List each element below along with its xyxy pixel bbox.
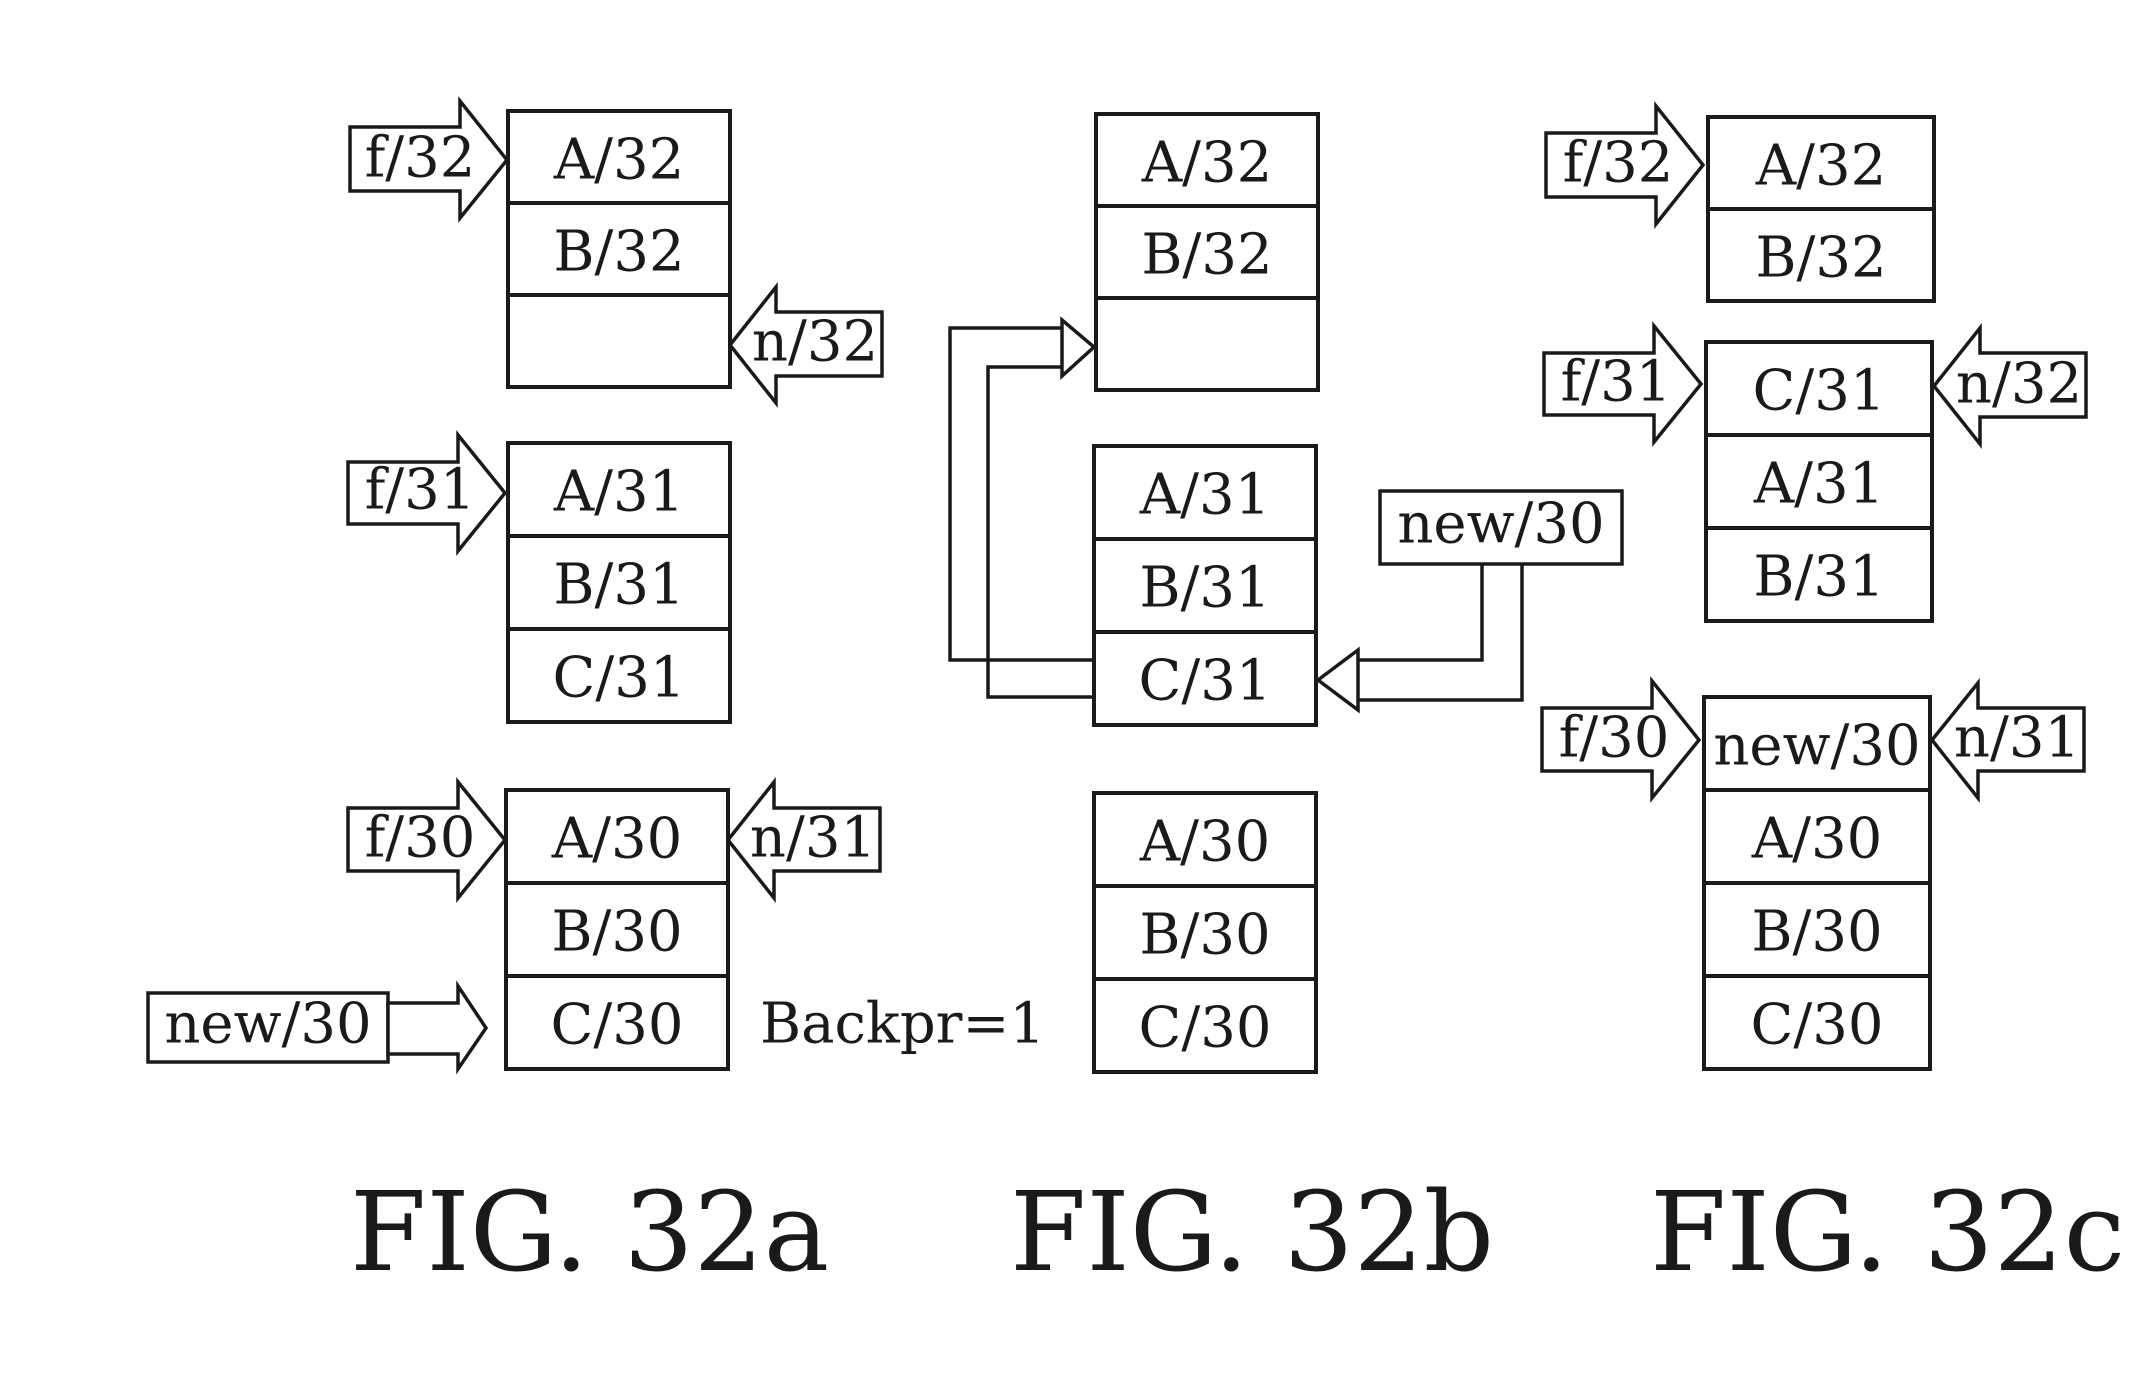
backpr-note: Backpr=1 bbox=[760, 992, 1045, 1057]
pointer-f32: f/32 bbox=[350, 101, 507, 218]
cell-label: C/31 bbox=[1139, 649, 1272, 714]
cell bbox=[1096, 298, 1318, 390]
block-32c-32: A/32 B/32 bbox=[1708, 117, 1934, 301]
pointer-label: f/30 bbox=[365, 806, 476, 871]
new30-connector-upper bbox=[1358, 564, 1482, 660]
pointer-label: f/30 bbox=[1559, 706, 1670, 771]
cell-label: B/32 bbox=[1755, 226, 1886, 291]
cell-label: A/32 bbox=[1141, 131, 1273, 196]
pointer-n31-32c: n/31 bbox=[1932, 683, 2084, 798]
cell-label: B/30 bbox=[551, 900, 682, 965]
pointer-f31: f/31 bbox=[348, 435, 505, 551]
pointer-label: f/32 bbox=[1563, 131, 1674, 196]
cell-label: A/32 bbox=[553, 128, 685, 193]
left-arrow-icon bbox=[1318, 650, 1358, 710]
fig-32c: A/32 B/32 C/31 A/31 B/31 new/30 A/30 B/3… bbox=[1542, 106, 2086, 1069]
block-32b-30: A/30 B/30 C/30 bbox=[1094, 793, 1316, 1072]
pointer-new30-32b: new/30 bbox=[1318, 491, 1622, 710]
cell-label: C/31 bbox=[553, 646, 686, 711]
pointer-n32-32c: n/32 bbox=[1934, 328, 2086, 444]
right-arrow-icon bbox=[1062, 320, 1094, 376]
pointer-label: f/32 bbox=[365, 126, 476, 191]
cell-label: A/31 bbox=[553, 460, 685, 525]
pointer-label: f/31 bbox=[365, 458, 476, 523]
cell-label: new/30 bbox=[1713, 714, 1920, 779]
loop-connector bbox=[950, 320, 1094, 697]
pointer-label: n/31 bbox=[750, 806, 876, 871]
caption-fig-32c: FIG. 32c bbox=[1650, 1168, 2125, 1296]
cell-label: A/30 bbox=[551, 807, 683, 872]
caption-fig-32b: FIG. 32b bbox=[1010, 1168, 1494, 1296]
cell-label: C/30 bbox=[1139, 996, 1272, 1061]
block-32a-31: A/31 B/31 C/31 bbox=[508, 443, 730, 722]
cell-label: B/32 bbox=[553, 220, 684, 285]
block-32c-30: new/30 A/30 B/30 C/30 bbox=[1704, 697, 1930, 1069]
pointer-label: n/32 bbox=[1956, 352, 2082, 417]
cell-label: C/30 bbox=[1751, 993, 1884, 1058]
block-32c-31: C/31 A/31 B/31 bbox=[1706, 342, 1932, 621]
cell-label: B/32 bbox=[1141, 223, 1272, 288]
cell-label: B/30 bbox=[1751, 900, 1882, 965]
pointer-f31-32c: f/31 bbox=[1544, 326, 1701, 442]
pointer-label: n/31 bbox=[1954, 706, 2080, 771]
cell-label: A/31 bbox=[1139, 463, 1271, 528]
cell-label: B/31 bbox=[1139, 556, 1270, 621]
cell-label: A/30 bbox=[1139, 810, 1271, 875]
right-arrow-icon bbox=[388, 986, 486, 1069]
pointer-label: new/30 bbox=[1397, 492, 1604, 557]
fig-32a: A/32 B/32 A/31 B/31 C/31 A/30 B/30 C/30 … bbox=[148, 101, 1045, 1069]
cell-label: C/30 bbox=[551, 993, 684, 1058]
block-32a-30: A/30 B/30 C/30 bbox=[506, 790, 728, 1069]
pointer-f30: f/30 bbox=[348, 782, 505, 898]
caption-fig-32a: FIG. 32a bbox=[350, 1168, 829, 1296]
cell bbox=[508, 295, 730, 387]
cell-label: A/30 bbox=[1751, 807, 1883, 872]
pointer-n31: n/31 bbox=[728, 782, 880, 898]
block-32b-31: A/31 B/31 C/31 bbox=[1094, 446, 1316, 725]
cell-label: B/31 bbox=[553, 553, 684, 618]
block-32b-32: A/32 B/32 bbox=[1096, 114, 1318, 390]
loop-inner-line bbox=[988, 367, 1094, 697]
pointer-n32: n/32 bbox=[730, 287, 882, 403]
pointer-f30-32c: f/30 bbox=[1542, 681, 1699, 798]
cell-label: A/32 bbox=[1755, 134, 1887, 199]
pointer-f32-32c: f/32 bbox=[1546, 106, 1703, 224]
pointer-label: n/32 bbox=[752, 310, 878, 375]
pointer-new30: new/30 bbox=[148, 986, 486, 1069]
cell-label: A/31 bbox=[1753, 452, 1885, 517]
cell-label: B/31 bbox=[1753, 545, 1884, 610]
fig-32b: A/32 B/32 A/31 B/31 C/31 A/30 B/30 C/30 bbox=[950, 114, 1622, 1072]
cell-label: C/31 bbox=[1753, 359, 1886, 424]
pointer-label: f/31 bbox=[1561, 350, 1672, 415]
new30-connector-lower bbox=[1358, 564, 1522, 700]
loop-outer-line bbox=[950, 328, 1094, 660]
pointer-label: new/30 bbox=[164, 992, 371, 1057]
block-32a-32: A/32 B/32 bbox=[508, 111, 730, 387]
cell-label: B/30 bbox=[1139, 903, 1270, 968]
